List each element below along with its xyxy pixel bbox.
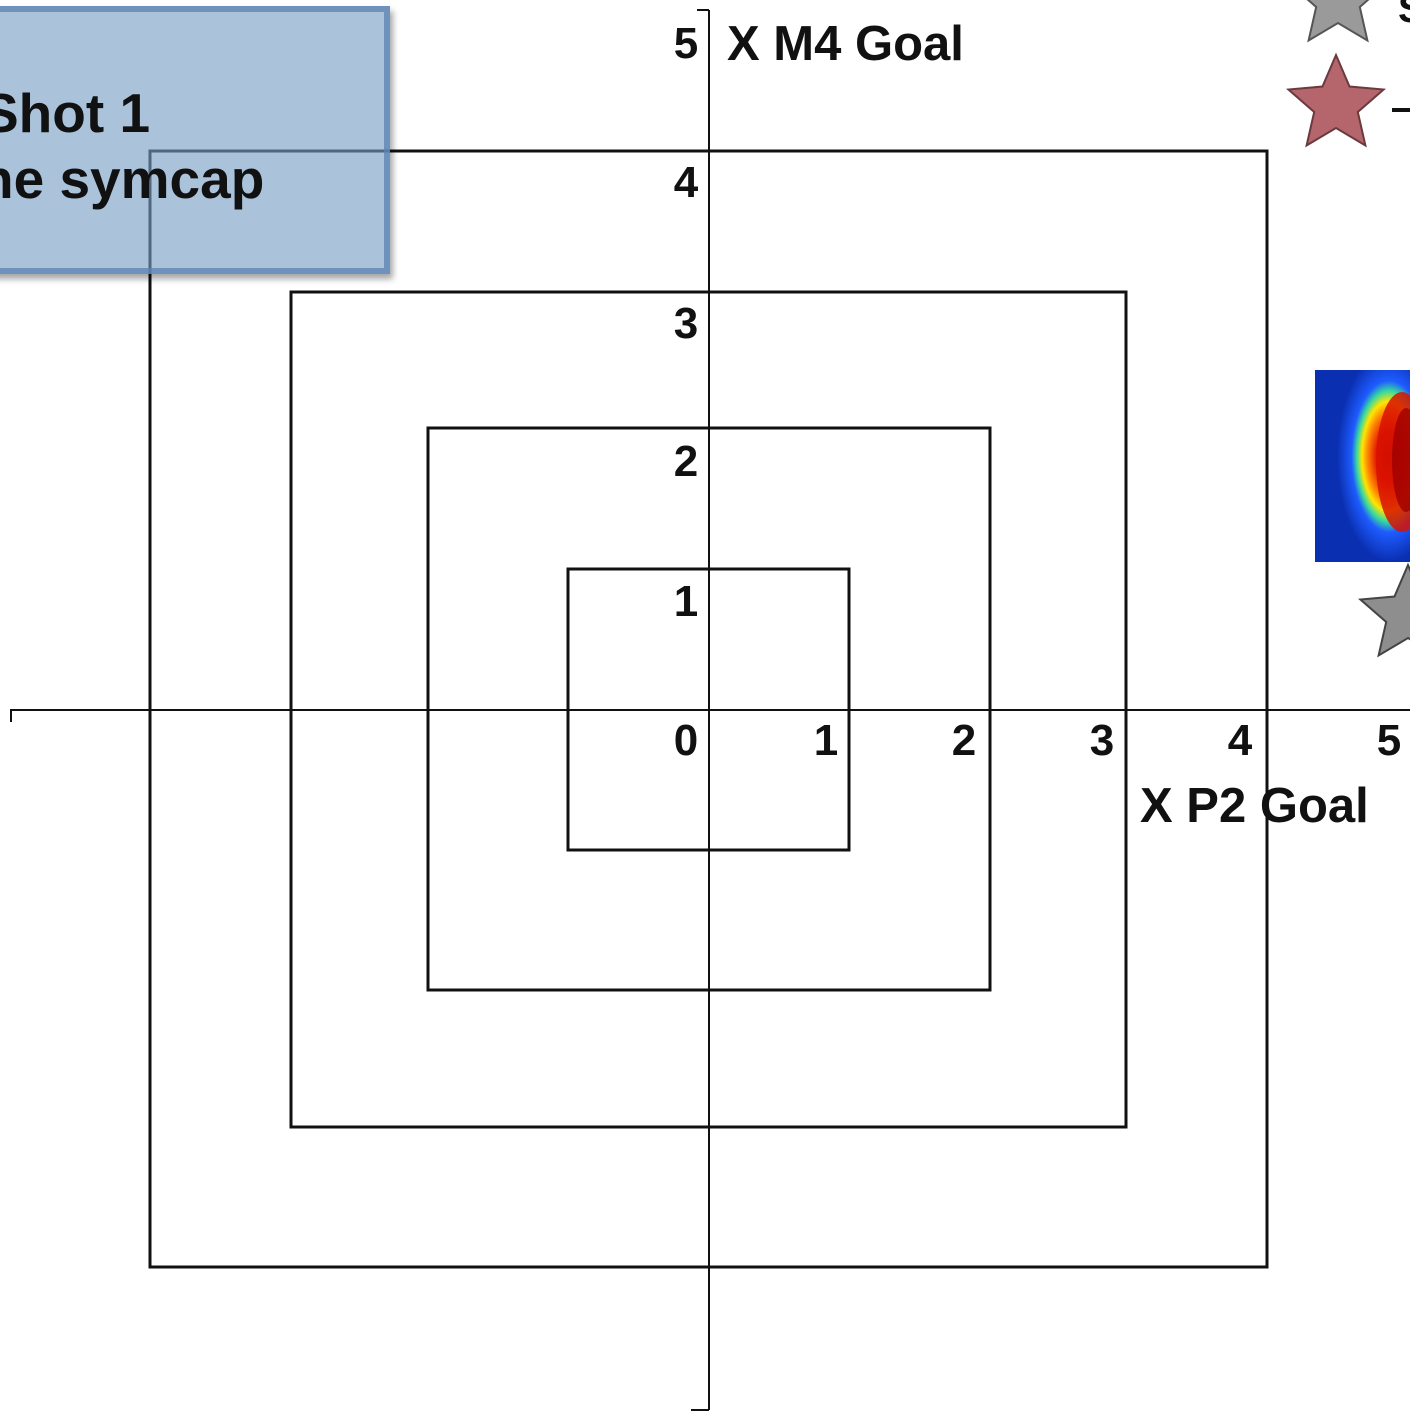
x-tick-4: 4 xyxy=(1228,716,1253,765)
gray-star-icon xyxy=(1306,0,1370,43)
shot-callout-box: Shot 1 ne symcap xyxy=(0,6,390,274)
red-star-icon xyxy=(1285,52,1387,148)
x-tick-5: 5 xyxy=(1377,716,1401,765)
y-tick-2: 2 xyxy=(674,437,698,486)
x-axis-label: X P2 Goal xyxy=(1140,779,1369,833)
x-tick-1: 1 xyxy=(814,716,838,765)
legend-fragment-top: S xyxy=(1398,0,1410,31)
x-tick-0: 0 xyxy=(674,716,698,765)
callout-line-1: Shot 1 xyxy=(0,82,151,144)
y-tick-3: 3 xyxy=(674,299,698,348)
x-tick-3: 3 xyxy=(1090,716,1114,765)
y-tick-5: 5 xyxy=(674,19,698,68)
y-axis-label: X M4 Goal xyxy=(727,17,964,71)
xray-image-thumbnail xyxy=(1315,370,1410,562)
y-tick-1: 1 xyxy=(674,577,698,626)
y-tick-4: 4 xyxy=(674,158,699,207)
callout-line-2: ne symcap xyxy=(0,148,265,210)
gray-star-icon xyxy=(1357,562,1410,658)
x-tick-2: 2 xyxy=(952,716,976,765)
